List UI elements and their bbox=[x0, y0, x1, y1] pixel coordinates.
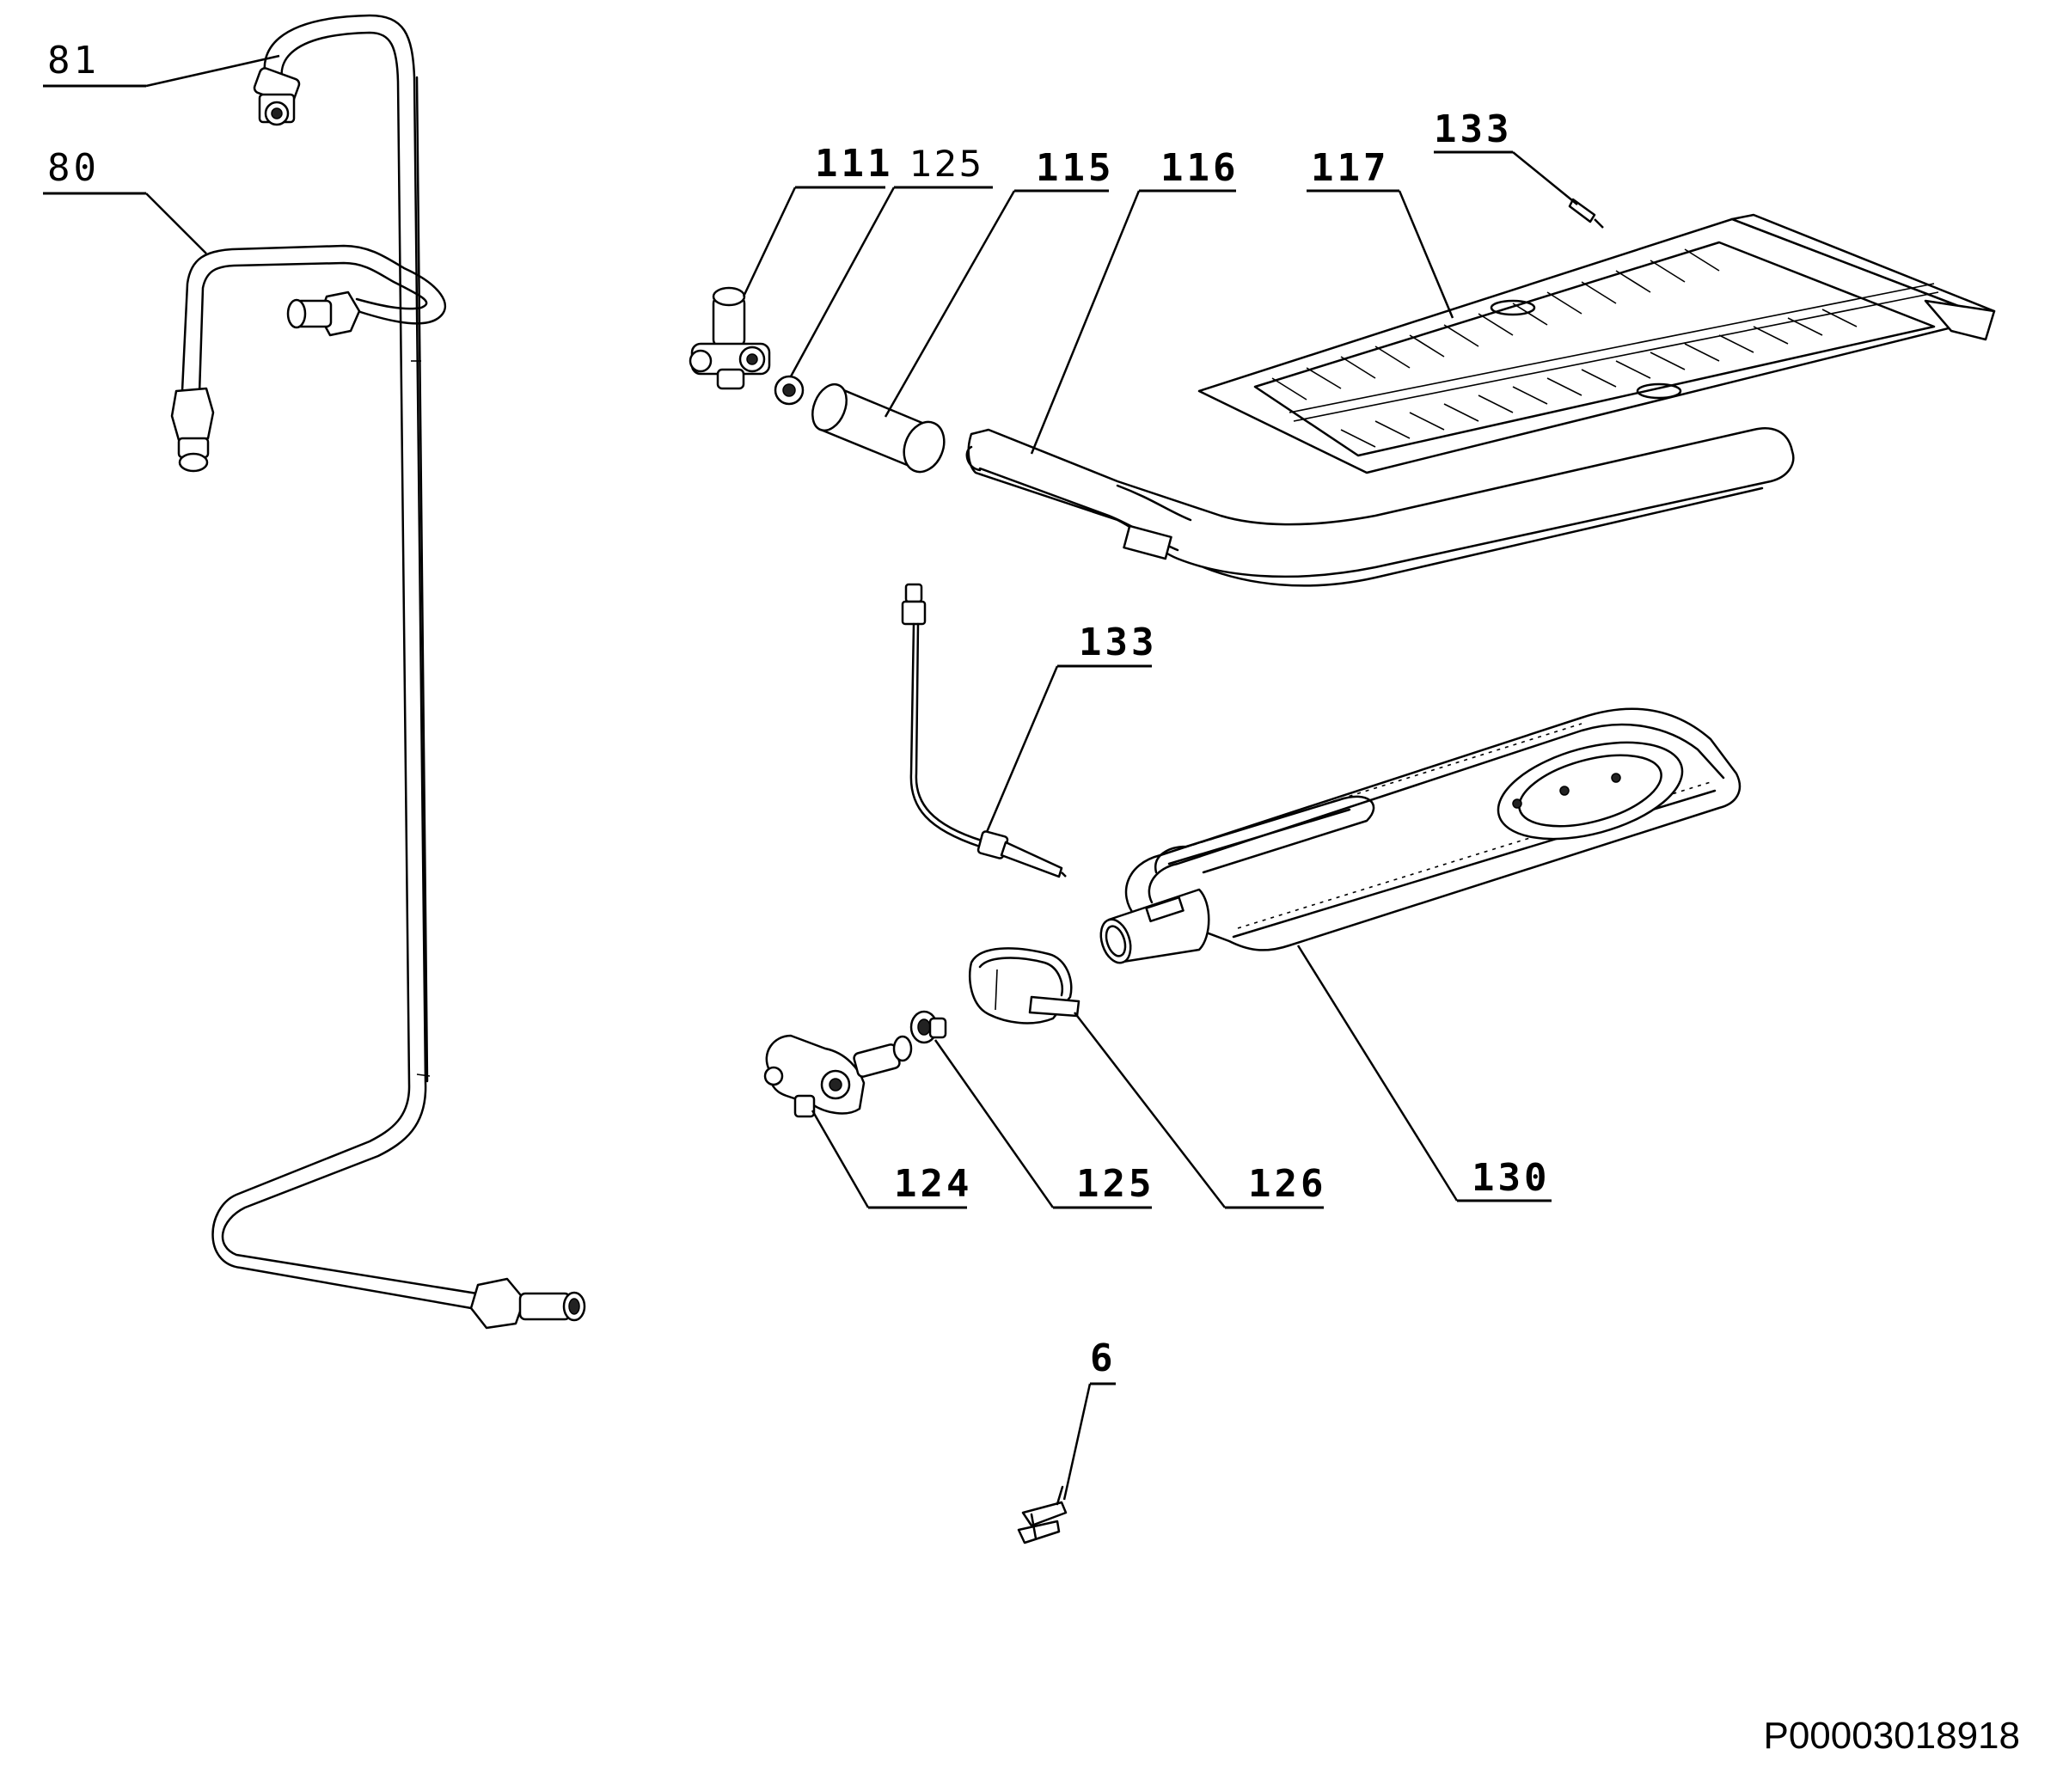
callout-125-bottom: 125 bbox=[934, 1039, 1154, 1209]
part-130-burner bbox=[1099, 707, 1742, 964]
callout-117: 117 bbox=[1307, 146, 1454, 319]
callout-6: 6 bbox=[1062, 1336, 1117, 1501]
part-125-nut-top bbox=[774, 375, 805, 406]
label-115: 115 bbox=[1036, 146, 1114, 190]
label-6: 6 bbox=[1090, 1336, 1117, 1380]
part-80-gas-pipe bbox=[170, 244, 447, 473]
part-81-gas-pipe bbox=[211, 14, 586, 1330]
callout-133-mid: 133 bbox=[985, 621, 1157, 833]
label-133-top: 133 bbox=[1434, 107, 1512, 151]
part-116-burner-tube bbox=[965, 427, 1795, 587]
pipe-81-bottom-fitting bbox=[469, 1277, 586, 1330]
part-133-pin-top bbox=[1568, 198, 1604, 229]
part-124-valve bbox=[763, 1034, 913, 1118]
callout-124: 124 bbox=[811, 1110, 972, 1209]
part-6-clip bbox=[1017, 1485, 1068, 1544]
part-111-valve bbox=[689, 286, 771, 390]
callout-116: 116 bbox=[1030, 146, 1239, 455]
part-125-nut-bottom bbox=[909, 1010, 947, 1044]
part-133-thermocouple bbox=[901, 583, 1067, 878]
part-117-grill-plate bbox=[1197, 213, 1996, 474]
pipe-81-top-fitting bbox=[253, 67, 301, 126]
label-124: 124 bbox=[894, 1162, 972, 1206]
part-115-tube bbox=[811, 382, 946, 474]
callout-126: 126 bbox=[1074, 1012, 1326, 1209]
label-126: 126 bbox=[1248, 1162, 1326, 1206]
label-117: 117 bbox=[1311, 146, 1389, 190]
callout-81: 81 bbox=[43, 39, 280, 88]
callout-133-top: 133 bbox=[1434, 107, 1578, 205]
label-81: 81 bbox=[47, 39, 100, 83]
label-130: 130 bbox=[1472, 1156, 1550, 1200]
document-id: P00003018918 bbox=[1763, 1715, 2020, 1757]
grill-slots bbox=[1271, 248, 1858, 448]
label-125-bottom: 125 bbox=[1076, 1162, 1154, 1206]
callout-115: 115 bbox=[884, 146, 1114, 418]
callout-125-top: 125 bbox=[789, 143, 993, 377]
callout-111: 111 bbox=[742, 142, 893, 297]
label-111: 111 bbox=[815, 142, 893, 186]
callout-130: 130 bbox=[1296, 945, 1552, 1202]
label-116: 116 bbox=[1160, 146, 1239, 190]
callout-80: 80 bbox=[43, 146, 207, 254]
part-126-clamp bbox=[968, 947, 1080, 1024]
label-125-top: 125 bbox=[909, 143, 983, 185]
label-80: 80 bbox=[47, 146, 100, 190]
label-133-mid: 133 bbox=[1079, 621, 1157, 664]
